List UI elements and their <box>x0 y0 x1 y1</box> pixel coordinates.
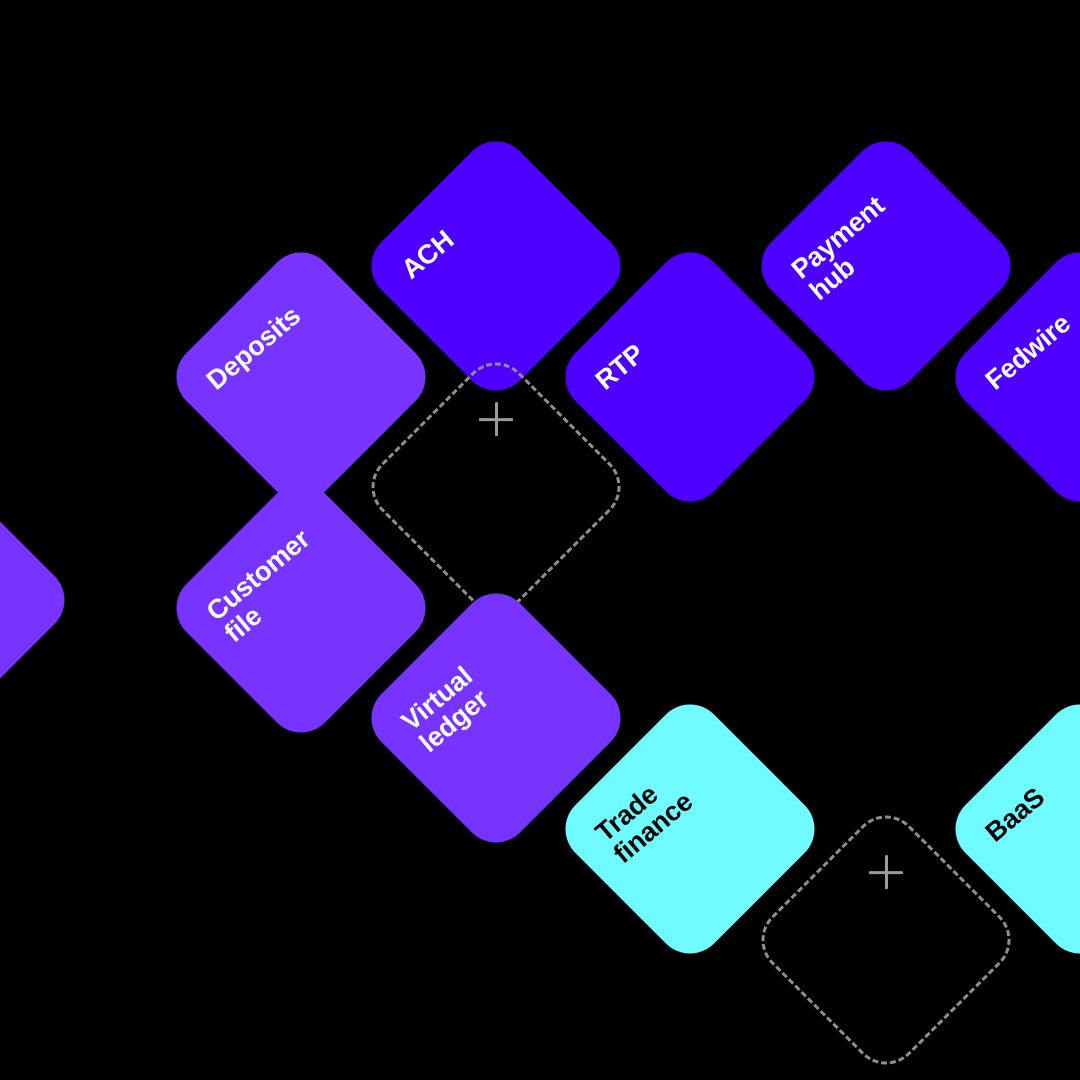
tile-label: RTP <box>589 338 650 396</box>
tile-label: Payment hub <box>785 190 891 306</box>
tile-label: Deposits <box>200 300 307 396</box>
tile-label: Customer file <box>200 523 316 648</box>
tile-label: ACH <box>395 224 460 285</box>
tile-label: Virtual ledger <box>395 660 494 758</box>
tile-label: BaaS <box>979 781 1051 848</box>
tile-label: Fedwire <box>979 307 1077 396</box>
plus-icon <box>479 402 513 436</box>
tile-edge-left[interactable] <box>0 461 79 739</box>
plus-icon <box>869 855 903 889</box>
tile-label: Trade finance <box>589 778 699 869</box>
